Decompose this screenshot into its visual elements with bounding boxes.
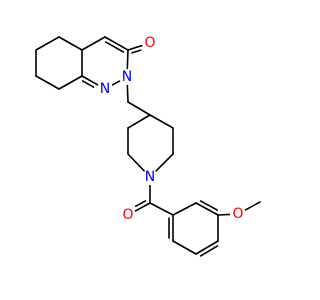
bond-C8-B1 bbox=[58, 75, 83, 90]
atom-label-n-piperidine: N bbox=[145, 169, 155, 185]
atom-n2: N bbox=[119, 69, 135, 85]
bond-CH2-C4p bbox=[127, 101, 151, 116]
atom-o-methoxy: O bbox=[230, 206, 246, 222]
bond-A1-B1-double bbox=[81, 80, 95, 88]
bond-B2-C5a bbox=[58, 36, 83, 51]
atom-n-piperidine: N bbox=[142, 169, 158, 185]
bond-C3-OK bbox=[127, 44, 144, 51]
bond-A2-C3 bbox=[104, 36, 129, 51]
bond-R3-R4-double bbox=[199, 245, 219, 257]
bond-C5p-C4p bbox=[127, 114, 151, 129]
bond-C4p-C3p bbox=[149, 114, 174, 129]
bond-A1-B1 bbox=[81, 75, 99, 86]
bond-R6-R1 bbox=[172, 202, 197, 216]
bond-C7-C8 bbox=[35, 75, 60, 90]
atom-label-n1: N bbox=[100, 81, 110, 97]
bond-NP-C6p bbox=[127, 153, 146, 173]
bond-N2-CH2 bbox=[126, 84, 129, 103]
molecule-structure: O N N N O O bbox=[35, 35, 261, 257]
bond-C3-OK-double bbox=[131, 49, 142, 54]
bond-R5-R6-double bbox=[199, 200, 219, 211]
bond-CA-OA bbox=[134, 202, 151, 212]
bond-C3-N2 bbox=[126, 49, 129, 70]
bond-C5a-C6 bbox=[35, 36, 60, 51]
bond-R5-OM bbox=[217, 213, 231, 216]
bond-CA-R1 bbox=[149, 202, 174, 216]
bond-R3-R4 bbox=[195, 240, 219, 255]
atom-label-o-ketone: O bbox=[144, 35, 155, 51]
bond-A2-C3-double bbox=[104, 41, 125, 53]
atom-o-ketone: O bbox=[142, 35, 158, 51]
bond-R5-R6 bbox=[195, 202, 219, 216]
atom-labels: O N N N O O bbox=[97, 35, 246, 223]
bond-OM-CM bbox=[244, 201, 261, 211]
atom-label-n2: N bbox=[122, 69, 132, 85]
atom-n1: N bbox=[97, 81, 113, 97]
bond-N2-A1 bbox=[111, 80, 121, 86]
bond-R2-R3 bbox=[172, 240, 197, 255]
bond-lines bbox=[35, 36, 261, 257]
atom-label-o-amide: O bbox=[122, 207, 133, 223]
bond-CA-OA-double bbox=[134, 200, 147, 208]
bond-B2-A2 bbox=[81, 36, 106, 51]
bond-C2p-NP bbox=[154, 153, 174, 173]
atom-o-amide: O bbox=[120, 207, 136, 223]
atom-label-o-methoxy: O bbox=[232, 206, 243, 222]
